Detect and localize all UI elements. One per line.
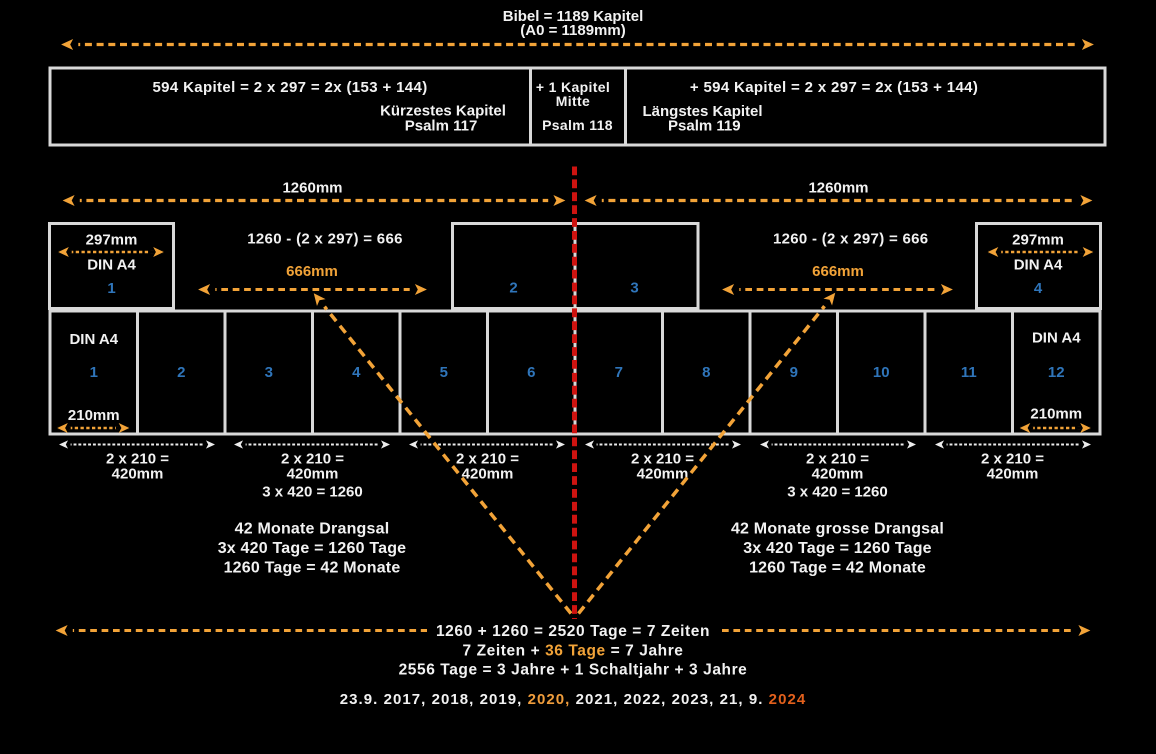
svg-text:420mm: 420mm [287, 466, 339, 483]
svg-text:3x 420 Tage = 1260 Tage: 3x 420 Tage = 1260 Tage [743, 540, 932, 557]
svg-text:1: 1 [90, 364, 98, 381]
svg-text:2 x 210 =: 2 x 210 = [631, 451, 694, 468]
svg-text:4: 4 [352, 364, 361, 381]
svg-text:210mm: 210mm [68, 407, 120, 424]
svg-text:Mitte: Mitte [556, 93, 590, 109]
svg-text:Psalm 119: Psalm 119 [668, 118, 741, 135]
svg-text:1260 + 1260 = 2520 Tage = 7 Ze: 1260 + 1260 = 2520 Tage = 7 Zeiten [436, 623, 710, 640]
svg-text:9: 9 [790, 364, 798, 381]
svg-text:42 Monate grosse Drangsal: 42 Monate grosse Drangsal [731, 521, 944, 538]
svg-text:1260 Tage = 42 Monate: 1260 Tage = 42 Monate [749, 560, 926, 577]
svg-text:2 x 210 =: 2 x 210 = [981, 451, 1044, 468]
svg-text:2556 Tage = 3 Jahre + 1 Schalt: 2556 Tage = 3 Jahre + 1 Schaltjahr + 3 J… [399, 662, 748, 679]
svg-text:1260 - (2 x 297) = 666: 1260 - (2 x 297) = 666 [247, 231, 402, 248]
svg-text:420mm: 420mm [987, 466, 1039, 483]
svg-text:11: 11 [961, 364, 977, 381]
svg-text:DIN A4: DIN A4 [1014, 257, 1063, 274]
svg-text:2 x 210 =: 2 x 210 = [281, 451, 344, 468]
svg-text:23.9. 2017, 2018, 2019, 2020,: 23.9. 2017, 2018, 2019, 2020, 2021, 2022… [340, 691, 807, 708]
svg-text:2 x 210 =: 2 x 210 = [106, 451, 169, 468]
svg-text:Psalm 117: Psalm 117 [405, 118, 478, 135]
svg-text:2: 2 [509, 280, 517, 297]
svg-text:420mm: 420mm [112, 466, 164, 483]
svg-text:420mm: 420mm [812, 466, 864, 483]
svg-text:3: 3 [265, 364, 273, 381]
svg-text:7: 7 [615, 364, 623, 381]
svg-text:210mm: 210mm [1030, 406, 1082, 423]
svg-text:12: 12 [1048, 364, 1065, 381]
svg-text:666mm: 666mm [286, 263, 338, 280]
svg-text:DIN A4: DIN A4 [69, 331, 118, 348]
svg-text:Längstes Kapitel: Längstes Kapitel [643, 103, 763, 120]
svg-text:2: 2 [177, 364, 185, 381]
svg-text:5: 5 [440, 364, 448, 381]
svg-text:Kürzestes Kapitel: Kürzestes Kapitel [380, 103, 506, 120]
svg-text:666mm: 666mm [812, 263, 864, 280]
svg-text:Psalm 118: Psalm 118 [542, 117, 613, 133]
svg-text:8: 8 [702, 364, 710, 381]
svg-text:594 Kapitel = 2 x 297 = 2x (15: 594 Kapitel = 2 x 297 = 2x (153 + 144) [152, 79, 427, 96]
svg-text:297mm: 297mm [86, 232, 138, 249]
svg-text:1260mm: 1260mm [808, 180, 868, 197]
svg-text:6: 6 [527, 364, 535, 381]
svg-text:+ 594 Kapitel = 2 x 297 = 2x (: + 594 Kapitel = 2 x 297 = 2x (153 + 144) [690, 79, 978, 96]
svg-text:DIN A4: DIN A4 [87, 257, 136, 274]
svg-text:1260 - (2 x 297) = 666: 1260 - (2 x 297) = 666 [773, 231, 928, 248]
svg-text:DIN A4: DIN A4 [1032, 330, 1081, 347]
svg-text:(A0 = 1189mm): (A0 = 1189mm) [520, 22, 625, 39]
svg-text:1: 1 [107, 280, 115, 297]
svg-text:1260mm: 1260mm [282, 180, 342, 197]
svg-text:3 x 420 = 1260: 3 x 420 = 1260 [262, 484, 363, 501]
svg-text:420mm: 420mm [637, 466, 689, 483]
svg-text:Bibel = 1189 Kapitel: Bibel = 1189 Kapitel [503, 8, 644, 25]
svg-text:+ 1 Kapitel: + 1 Kapitel [536, 79, 610, 95]
svg-text:3 x 420 = 1260: 3 x 420 = 1260 [787, 484, 888, 501]
svg-text:7 Zeiten + 36 Tage = 7 Jahre: 7 Zeiten + 36 Tage = 7 Jahre [462, 643, 683, 660]
svg-text:2 x 210 =: 2 x 210 = [806, 451, 869, 468]
svg-text:10: 10 [873, 364, 890, 381]
svg-text:3: 3 [630, 280, 638, 297]
svg-text:42 Monate Drangsal: 42 Monate Drangsal [235, 521, 390, 538]
svg-text:420mm: 420mm [462, 466, 514, 483]
svg-text:3x 420 Tage = 1260 Tage: 3x 420 Tage = 1260 Tage [218, 540, 407, 557]
svg-text:2 x 210 =: 2 x 210 = [456, 451, 519, 468]
svg-text:297mm: 297mm [1012, 232, 1064, 249]
svg-text:4: 4 [1034, 280, 1043, 297]
svg-text:1260 Tage = 42 Monate: 1260 Tage = 42 Monate [224, 560, 401, 577]
